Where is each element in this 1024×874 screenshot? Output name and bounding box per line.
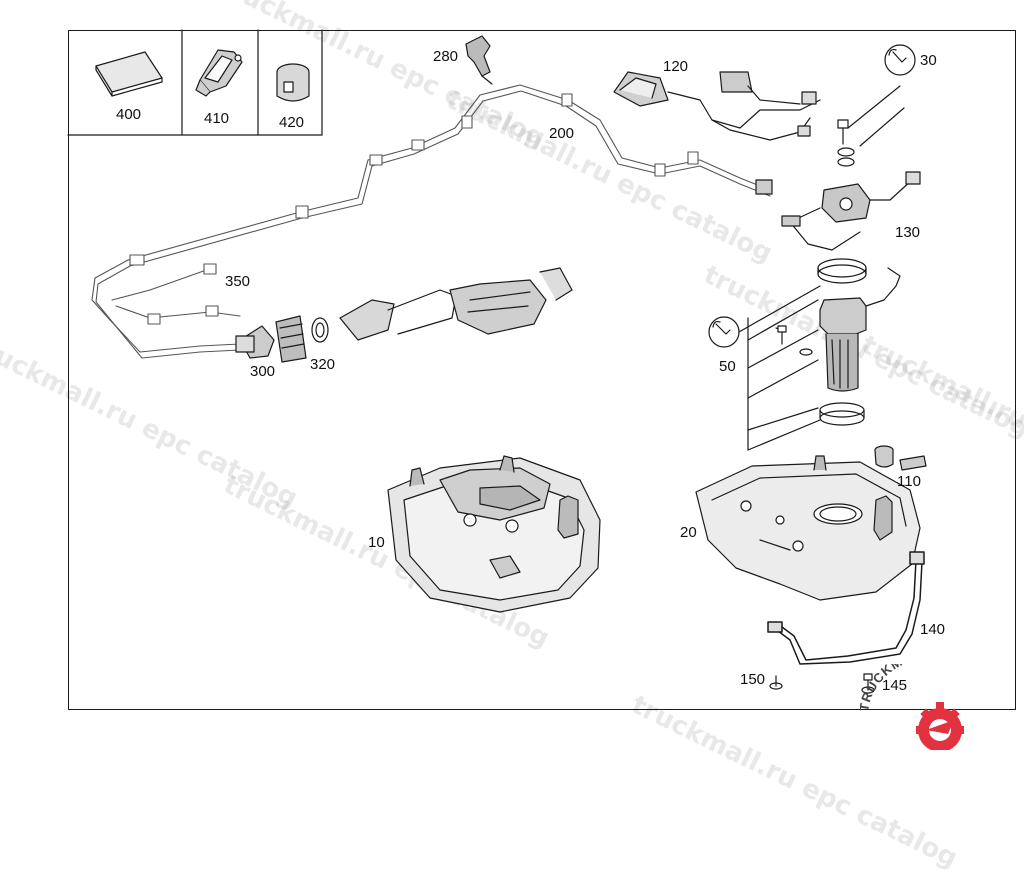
wrench-icon — [708, 285, 821, 348]
part-145-bolt — [861, 673, 875, 694]
fuel-pump-module — [747, 258, 901, 451]
part-280-sensor — [465, 35, 493, 85]
label-part-110: 110 — [897, 473, 921, 490]
label-part-300: 300 — [250, 363, 276, 380]
label-part-400: 400 — [116, 106, 142, 123]
label-part-145: 145 — [882, 677, 908, 694]
wrench-icon — [884, 44, 916, 76]
brand-logo: TRUCKMALLPARTS — [860, 664, 983, 750]
label-part-130: 130 — [895, 224, 921, 241]
label-part-30: 30 — [920, 52, 937, 69]
fuel-tank-20 — [695, 455, 921, 601]
label-part-280: 280 — [433, 48, 459, 65]
label-part-10: 10 — [368, 534, 385, 551]
label-part-20: 20 — [680, 524, 697, 541]
part-420-cap — [276, 63, 310, 102]
part-130-valve — [755, 85, 921, 251]
label-part-200: 200 — [549, 125, 575, 142]
exhaust-assembly — [235, 267, 573, 363]
part-410-clip — [195, 49, 243, 97]
small-parts-box — [67, 29, 323, 136]
fuel-tank-10 — [387, 455, 601, 613]
label-part-50: 50 — [719, 358, 736, 375]
label-part-420: 420 — [279, 114, 305, 131]
label-part-350: 350 — [225, 273, 251, 290]
diagram-frame — [68, 30, 1016, 710]
part-400-gasket — [95, 51, 163, 97]
label-part-140: 140 — [920, 621, 946, 638]
label-part-410: 410 — [204, 110, 230, 127]
part-140-strap — [767, 551, 925, 665]
part-110-sensor — [874, 445, 927, 471]
fuel-line-200 — [91, 84, 771, 359]
svg-text:TRUCKMALLPARTS: TRUCKMALLPARTS — [860, 664, 983, 712]
label-part-120: 120 — [663, 58, 689, 75]
label-part-320: 320 — [310, 356, 336, 373]
part-120-harness — [613, 71, 821, 141]
part-150-bolt — [769, 675, 783, 690]
label-part-150: 150 — [740, 671, 766, 688]
